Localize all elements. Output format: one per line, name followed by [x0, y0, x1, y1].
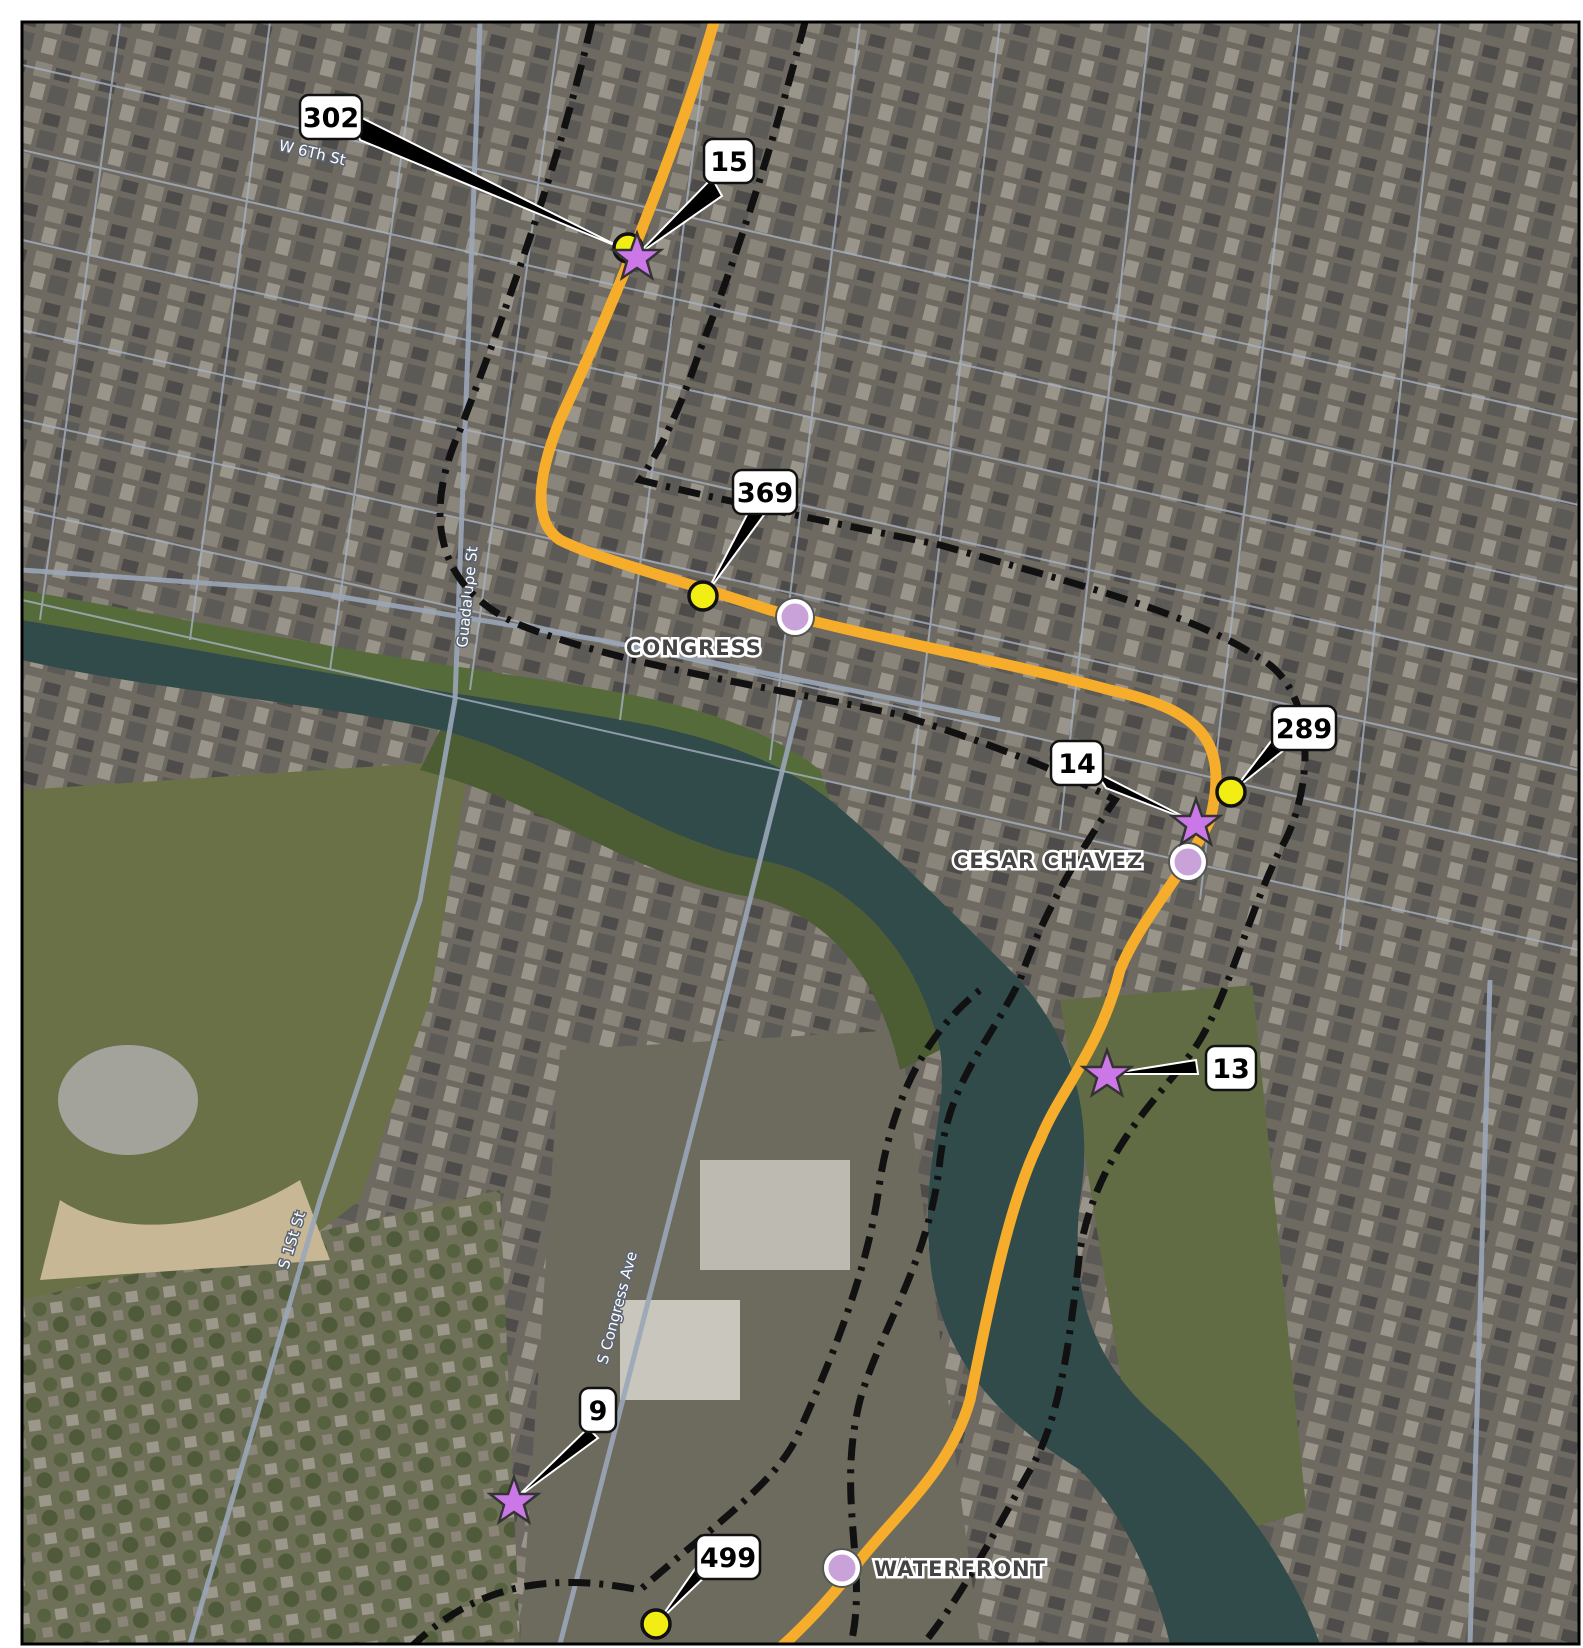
star-markers — [486, 229, 1224, 1525]
boundary-south — [409, 987, 983, 1644]
point-499 — [640, 1608, 672, 1640]
station-congress[interactable]: CONGRESS — [624, 597, 815, 663]
callout-369[interactable]: 369 — [731, 468, 799, 516]
callout-302[interactable]: 302 — [298, 93, 364, 141]
aerial-basemap — [22, 22, 1579, 1644]
station-waterfront[interactable]: WATERFRONT — [822, 1548, 1047, 1588]
callout-13[interactable]: 13 — [1204, 1044, 1258, 1092]
pointer-15 — [635, 176, 724, 257]
star-15 — [609, 229, 665, 281]
callout-label-15: 15 — [710, 147, 748, 178]
star-13 — [1079, 1046, 1135, 1098]
callout-label-369: 369 — [737, 478, 793, 509]
callout-label-302: 302 — [303, 103, 359, 134]
callout-pointers — [348, 109, 1286, 1623]
star-14 — [1168, 795, 1224, 847]
map-frame — [20, 20, 1581, 1646]
callout-label-499: 499 — [700, 1543, 756, 1574]
callout-15[interactable]: 15 — [702, 137, 756, 185]
callout-label-13: 13 — [1212, 1054, 1250, 1085]
route-line — [535, 22, 1222, 1644]
star-9 — [486, 1473, 542, 1525]
point-369 — [687, 580, 719, 612]
callout-label-9: 9 — [589, 1396, 608, 1427]
point-289 — [1215, 776, 1247, 808]
callout-289[interactable]: 289 — [1270, 704, 1338, 752]
station-label-cesar-chavez: CESAR CHAVEZ — [953, 849, 1143, 873]
station-cesar-chavez[interactable]: CESAR CHAVEZ — [951, 842, 1208, 882]
station-label-congress: CONGRESS — [626, 636, 762, 660]
callout-label-14: 14 — [1058, 749, 1096, 780]
callout-label-289: 289 — [1276, 714, 1332, 745]
river — [22, 620, 1320, 1644]
pointer-13 — [1107, 1058, 1200, 1075]
callout-9[interactable]: 9 — [578, 1386, 618, 1434]
station-label-waterfront: WATERFRONT — [874, 1557, 1046, 1581]
callout-499[interactable]: 499 — [694, 1533, 762, 1581]
callout-14[interactable]: 14 — [1049, 739, 1105, 787]
